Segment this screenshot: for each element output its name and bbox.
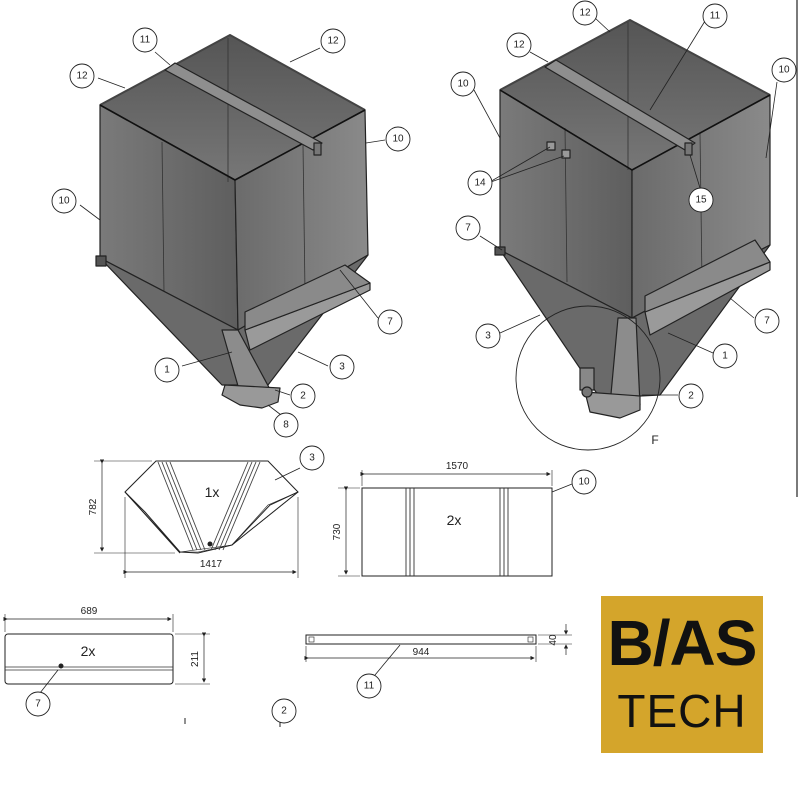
right-iso-balloon-labels: 12 11 12 10 10 14 15 7 3 7 1 2: [457, 8, 790, 402]
part2-marker: 2: [184, 698, 297, 727]
right-iso-view: [494, 19, 771, 419]
part10-width-dim: 1570: [446, 461, 469, 472]
balloon-label: 10: [457, 79, 469, 90]
balloon-label: 7: [465, 223, 471, 234]
part7-qty: 2x: [81, 643, 96, 659]
part3-flat-pattern: 1x 782 1417 3: [88, 445, 325, 578]
balloon-label: 15: [695, 195, 707, 206]
balloon-label: 1: [164, 365, 170, 376]
left-iso-balloon-shapes: [51, 27, 411, 438]
part11-width-dim: 944: [413, 647, 430, 658]
part3-width-dim: 1417: [200, 559, 223, 570]
detail-circle-f: F: [515, 305, 661, 451]
balloon-label: 10: [778, 65, 790, 76]
balloon-label: 10: [58, 196, 70, 207]
balloon-label: 12: [579, 8, 591, 19]
part10-qty: 2x: [447, 512, 462, 528]
balloon-label: 10: [578, 477, 590, 488]
balloon-label: 12: [513, 40, 525, 51]
part7-height-dim: 211: [190, 651, 201, 667]
part10-panel: 2x 1570 730 10: [332, 461, 597, 577]
part11-height-dim: 40: [548, 634, 559, 646]
bastech-logo: B/AS TECH: [601, 596, 763, 753]
balloon-label: 8: [283, 420, 289, 431]
right-iso-leaders: [473, 17, 778, 396]
balloon-label: 2: [281, 706, 287, 717]
logo-text-top: B/AS: [607, 607, 758, 679]
left-iso-view: [95, 34, 371, 409]
balloon-label: 3: [309, 453, 315, 464]
balloon-label: 11: [364, 681, 375, 692]
balloon-label: 11: [710, 11, 721, 22]
balloon-label: 7: [35, 699, 41, 710]
left-iso-balloon-labels: 11 12 12 10 10 7 1 3 2 8: [58, 35, 404, 431]
balloon-label: 2: [688, 391, 694, 402]
balloon-label: 11: [140, 35, 151, 46]
balloon-label: 14: [474, 178, 486, 189]
balloon-label: 10: [392, 134, 404, 145]
logo-text-bottom: TECH: [617, 685, 747, 737]
part11-strap: 944 40 11: [304, 624, 572, 699]
balloon-label: 3: [339, 362, 345, 373]
part10-height-dim: 730: [332, 523, 343, 540]
right-iso-balloon-shapes: [450, 0, 797, 409]
detail-label: F: [651, 433, 658, 447]
balloon-label: 7: [387, 317, 393, 328]
balloon-label: 3: [485, 331, 491, 342]
part3-qty: 1x: [205, 484, 220, 500]
part7-width-dim: 689: [81, 606, 98, 617]
balloon-label: 12: [76, 71, 88, 82]
balloon-label: 2: [300, 391, 306, 402]
part3-height-dim: 782: [88, 498, 99, 515]
balloon-label: 12: [327, 36, 339, 47]
balloon-label: 1: [722, 351, 728, 362]
balloon-label: 7: [764, 316, 770, 327]
part7-shelf: 2x 689 211 7: [3, 606, 210, 717]
